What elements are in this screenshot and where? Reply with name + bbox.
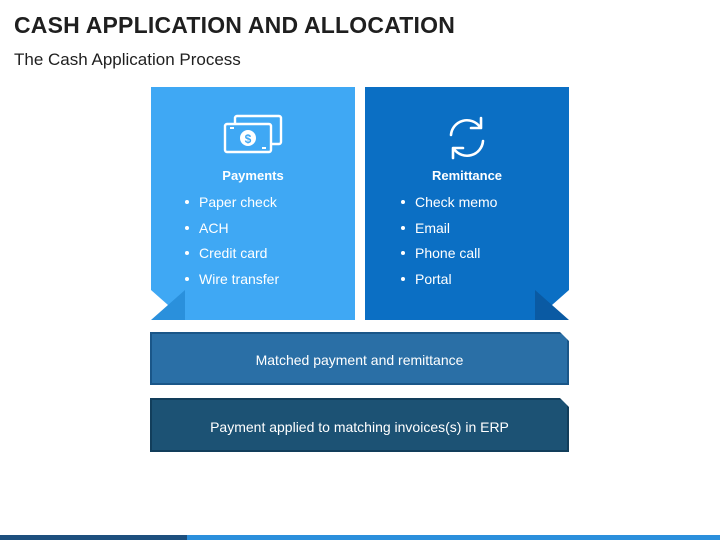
list-item: Wire transfer bbox=[185, 270, 279, 296]
list-item: Phone call bbox=[401, 244, 497, 270]
slide-subtitle: The Cash Application Process bbox=[14, 50, 241, 69]
bar-corner-notch bbox=[560, 398, 569, 407]
money-bills-icon: $ bbox=[222, 113, 284, 160]
card-corner-fold bbox=[151, 290, 185, 320]
refresh-arrows-icon bbox=[442, 113, 492, 168]
footer-strip bbox=[0, 535, 720, 540]
bar-corner-notch bbox=[560, 332, 569, 341]
payments-heading: Payments bbox=[222, 168, 284, 183]
list-item: Check memo bbox=[401, 193, 497, 219]
remittance-heading: Remittance bbox=[431, 168, 503, 183]
card-corner-fold bbox=[535, 290, 569, 320]
payments-list: Paper check ACH Credit card Wire transfe… bbox=[185, 193, 279, 295]
applied-step-label: Payment applied to matching invoices(s) … bbox=[210, 419, 509, 435]
remittance-card: Remittance Check memo Email Phone call P… bbox=[365, 87, 569, 320]
svg-text:$: $ bbox=[245, 132, 252, 146]
applied-step-bar: Payment applied to matching invoices(s) … bbox=[150, 398, 569, 452]
list-item: Paper check bbox=[185, 193, 279, 219]
list-item: Email bbox=[401, 219, 497, 245]
remittance-list: Check memo Email Phone call Portal bbox=[401, 193, 497, 295]
matched-step-bar: Matched payment and remittance bbox=[150, 332, 569, 385]
payments-card: $ Payments Paper check ACH Credit card W… bbox=[151, 87, 355, 320]
list-item: ACH bbox=[185, 219, 279, 245]
list-item: Portal bbox=[401, 270, 497, 296]
matched-step-label: Matched payment and remittance bbox=[255, 352, 464, 368]
slide-title: CASH APPLICATION AND ALLOCATION bbox=[14, 12, 456, 38]
list-item: Credit card bbox=[185, 244, 279, 270]
